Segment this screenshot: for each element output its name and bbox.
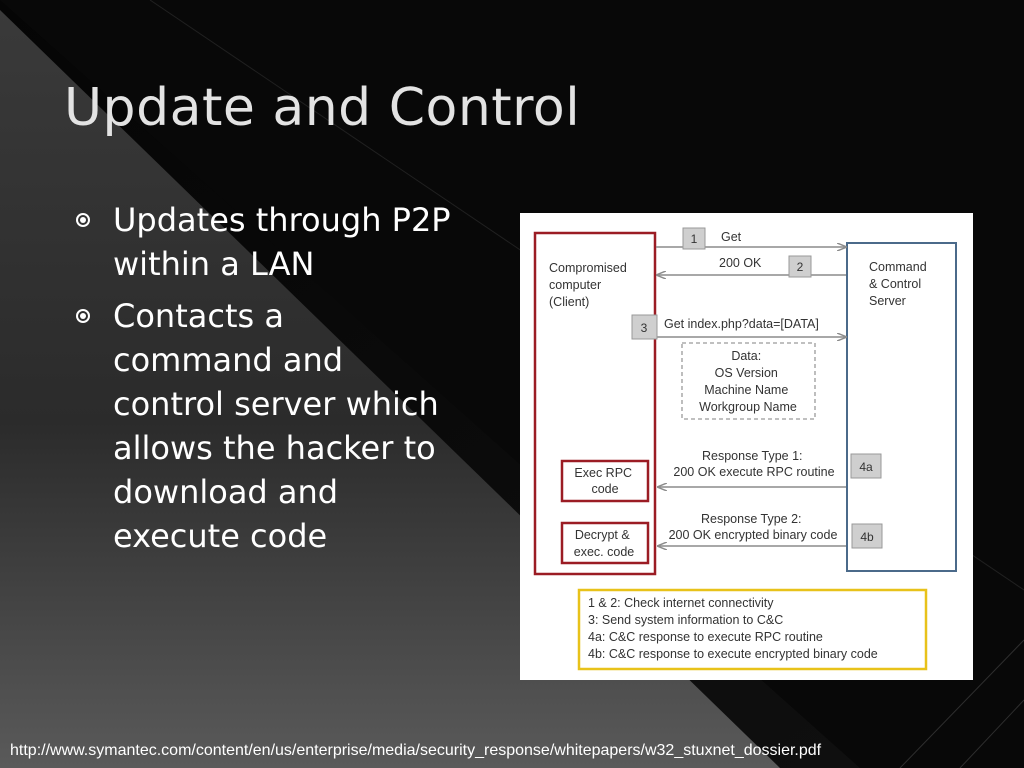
- decrypt-line: exec. code: [574, 545, 635, 559]
- source-link[interactable]: http://www.symantec.com/content/en/us/en…: [10, 742, 822, 759]
- bullet-line: download and: [113, 473, 339, 511]
- client-line: (Client): [549, 295, 589, 309]
- step-4a-num: 4a: [859, 460, 873, 474]
- step-4a-box: [850, 453, 882, 479]
- response-1-label: Response Type 1: 200 OK execute RPC rout…: [673, 449, 834, 479]
- response-line: Response Type 2:: [701, 512, 802, 526]
- exec-rpc-label: Exec RPC code: [574, 466, 635, 496]
- exec-rpc-line: code: [591, 482, 618, 496]
- bullet-circle-icon: [76, 213, 90, 227]
- bullet-line: allows the hacker to: [113, 429, 436, 467]
- client-label: Compromised computer (Client): [549, 261, 630, 309]
- bullet-line: control server which: [113, 385, 439, 423]
- slide-title: Update and Control: [64, 78, 581, 138]
- step-4b-num: 4b: [860, 530, 874, 544]
- decrypt-box: [560, 521, 650, 565]
- exec-rpc-box: [560, 459, 650, 503]
- data-line: Workgroup Name: [699, 400, 797, 414]
- data-box: [681, 342, 816, 420]
- client-line: Compromised: [549, 261, 627, 275]
- step-1-num: 1: [691, 232, 698, 246]
- response-line: 200 OK encrypted binary code: [669, 528, 838, 542]
- client-line: computer: [549, 278, 601, 292]
- legend-line: 4a: C&C response to execute RPC routine: [588, 630, 823, 644]
- step-4b-box: [851, 523, 883, 549]
- bullet-line: Updates through P2P: [113, 201, 451, 239]
- step-3-box: [631, 314, 658, 340]
- decrypt-line: Decrypt &: [575, 528, 631, 542]
- legend-box: [577, 588, 928, 671]
- bullet-circle-icon: [76, 309, 90, 323]
- decrypt-label: Decrypt & exec. code: [574, 528, 635, 559]
- response-2-label: Response Type 2: 200 OK encrypted binary…: [669, 512, 838, 542]
- bullet-item-cnc: Contacts a command and control server wh…: [76, 294, 506, 558]
- client-box: [533, 231, 657, 576]
- data-box-text: Data: OS Version Machine Name Workgroup …: [699, 349, 797, 414]
- legend-line: 3: Send system information to C&C: [588, 613, 783, 627]
- bullet-line: Contacts a: [113, 297, 284, 335]
- server-line: Command: [869, 260, 927, 274]
- bullet-line: command and: [113, 341, 344, 379]
- bullet-item-p2p: Updates through P2P within a LAN: [76, 198, 506, 286]
- step-3-num: 3: [641, 321, 648, 335]
- step-2-box: [788, 255, 812, 278]
- response-line: Response Type 1:: [702, 449, 803, 463]
- server-box: [846, 242, 957, 572]
- data-line: OS Version: [715, 366, 778, 380]
- data-line: Data:: [731, 349, 761, 363]
- step-1-box: [682, 227, 706, 250]
- step-2-label: 200 OK: [719, 256, 762, 270]
- bullet-line: within a LAN: [113, 245, 315, 283]
- server-line: Server: [869, 294, 906, 308]
- server-line: & Control: [869, 277, 921, 291]
- response-line: 200 OK execute RPC routine: [673, 465, 834, 479]
- step-2-num: 2: [797, 260, 804, 274]
- step-3-label: Get index.php?data=[DATA]: [664, 317, 819, 331]
- legend-line: 4b: C&C response to execute encrypted bi…: [588, 647, 878, 661]
- bullet-list: Updates through P2P within a LAN Contact…: [76, 198, 506, 566]
- legend-line: 1 & 2: Check internet connectivity: [588, 596, 774, 610]
- data-line: Machine Name: [704, 383, 788, 397]
- exec-rpc-line: Exec RPC: [574, 466, 632, 480]
- step-1-label: Get: [721, 230, 742, 244]
- bullet-line: execute code: [113, 517, 328, 555]
- legend-text: 1 & 2: Check internet connectivity 3: Se…: [588, 596, 878, 661]
- server-label: Command & Control Server: [869, 260, 930, 308]
- cnc-diagram: Compromised computer (Client) Command & …: [520, 213, 973, 680]
